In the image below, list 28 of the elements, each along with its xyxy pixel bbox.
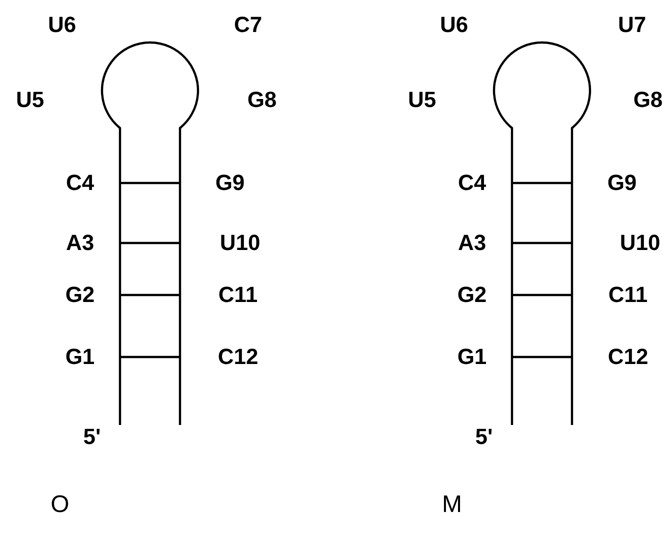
nucleotide-label: G2 [457,284,487,306]
nucleotide-label: U6 [48,14,76,36]
nucleotide-label: U5 [408,89,436,111]
nucleotide-label: C4 [66,172,94,194]
nucleotide-label: G9 [215,172,245,194]
nucleotide-label: A3 [66,232,94,254]
nucleotide-label: C4 [458,172,486,194]
nucleotide-label: C12 [608,346,648,368]
nucleotide-label: U5 [16,89,44,111]
end-label: 5' [475,426,493,448]
nucleotide-label: C7 [234,14,262,36]
nucleotide-label: U6 [440,14,468,36]
nucleotide-label: G8 [247,89,277,111]
nucleotide-label: C11 [218,284,258,306]
nucleotide-label: G1 [65,346,95,368]
nucleotide-label: C12 [218,346,258,368]
panel-label: O [50,493,70,517]
panel-label: M [442,493,462,517]
nucleotide-label: U10 [620,232,660,254]
nucleotide-label: U7 [618,14,646,36]
nucleotide-label: U10 [220,232,260,254]
end-label: 5' [83,426,101,448]
nucleotide-label: G8 [633,89,663,111]
nucleotide-label: G9 [607,172,637,194]
nucleotide-label: A3 [458,232,486,254]
nucleotide-label: C11 [608,284,648,306]
nucleotide-label: G1 [457,346,487,368]
nucleotide-label: G2 [65,284,95,306]
